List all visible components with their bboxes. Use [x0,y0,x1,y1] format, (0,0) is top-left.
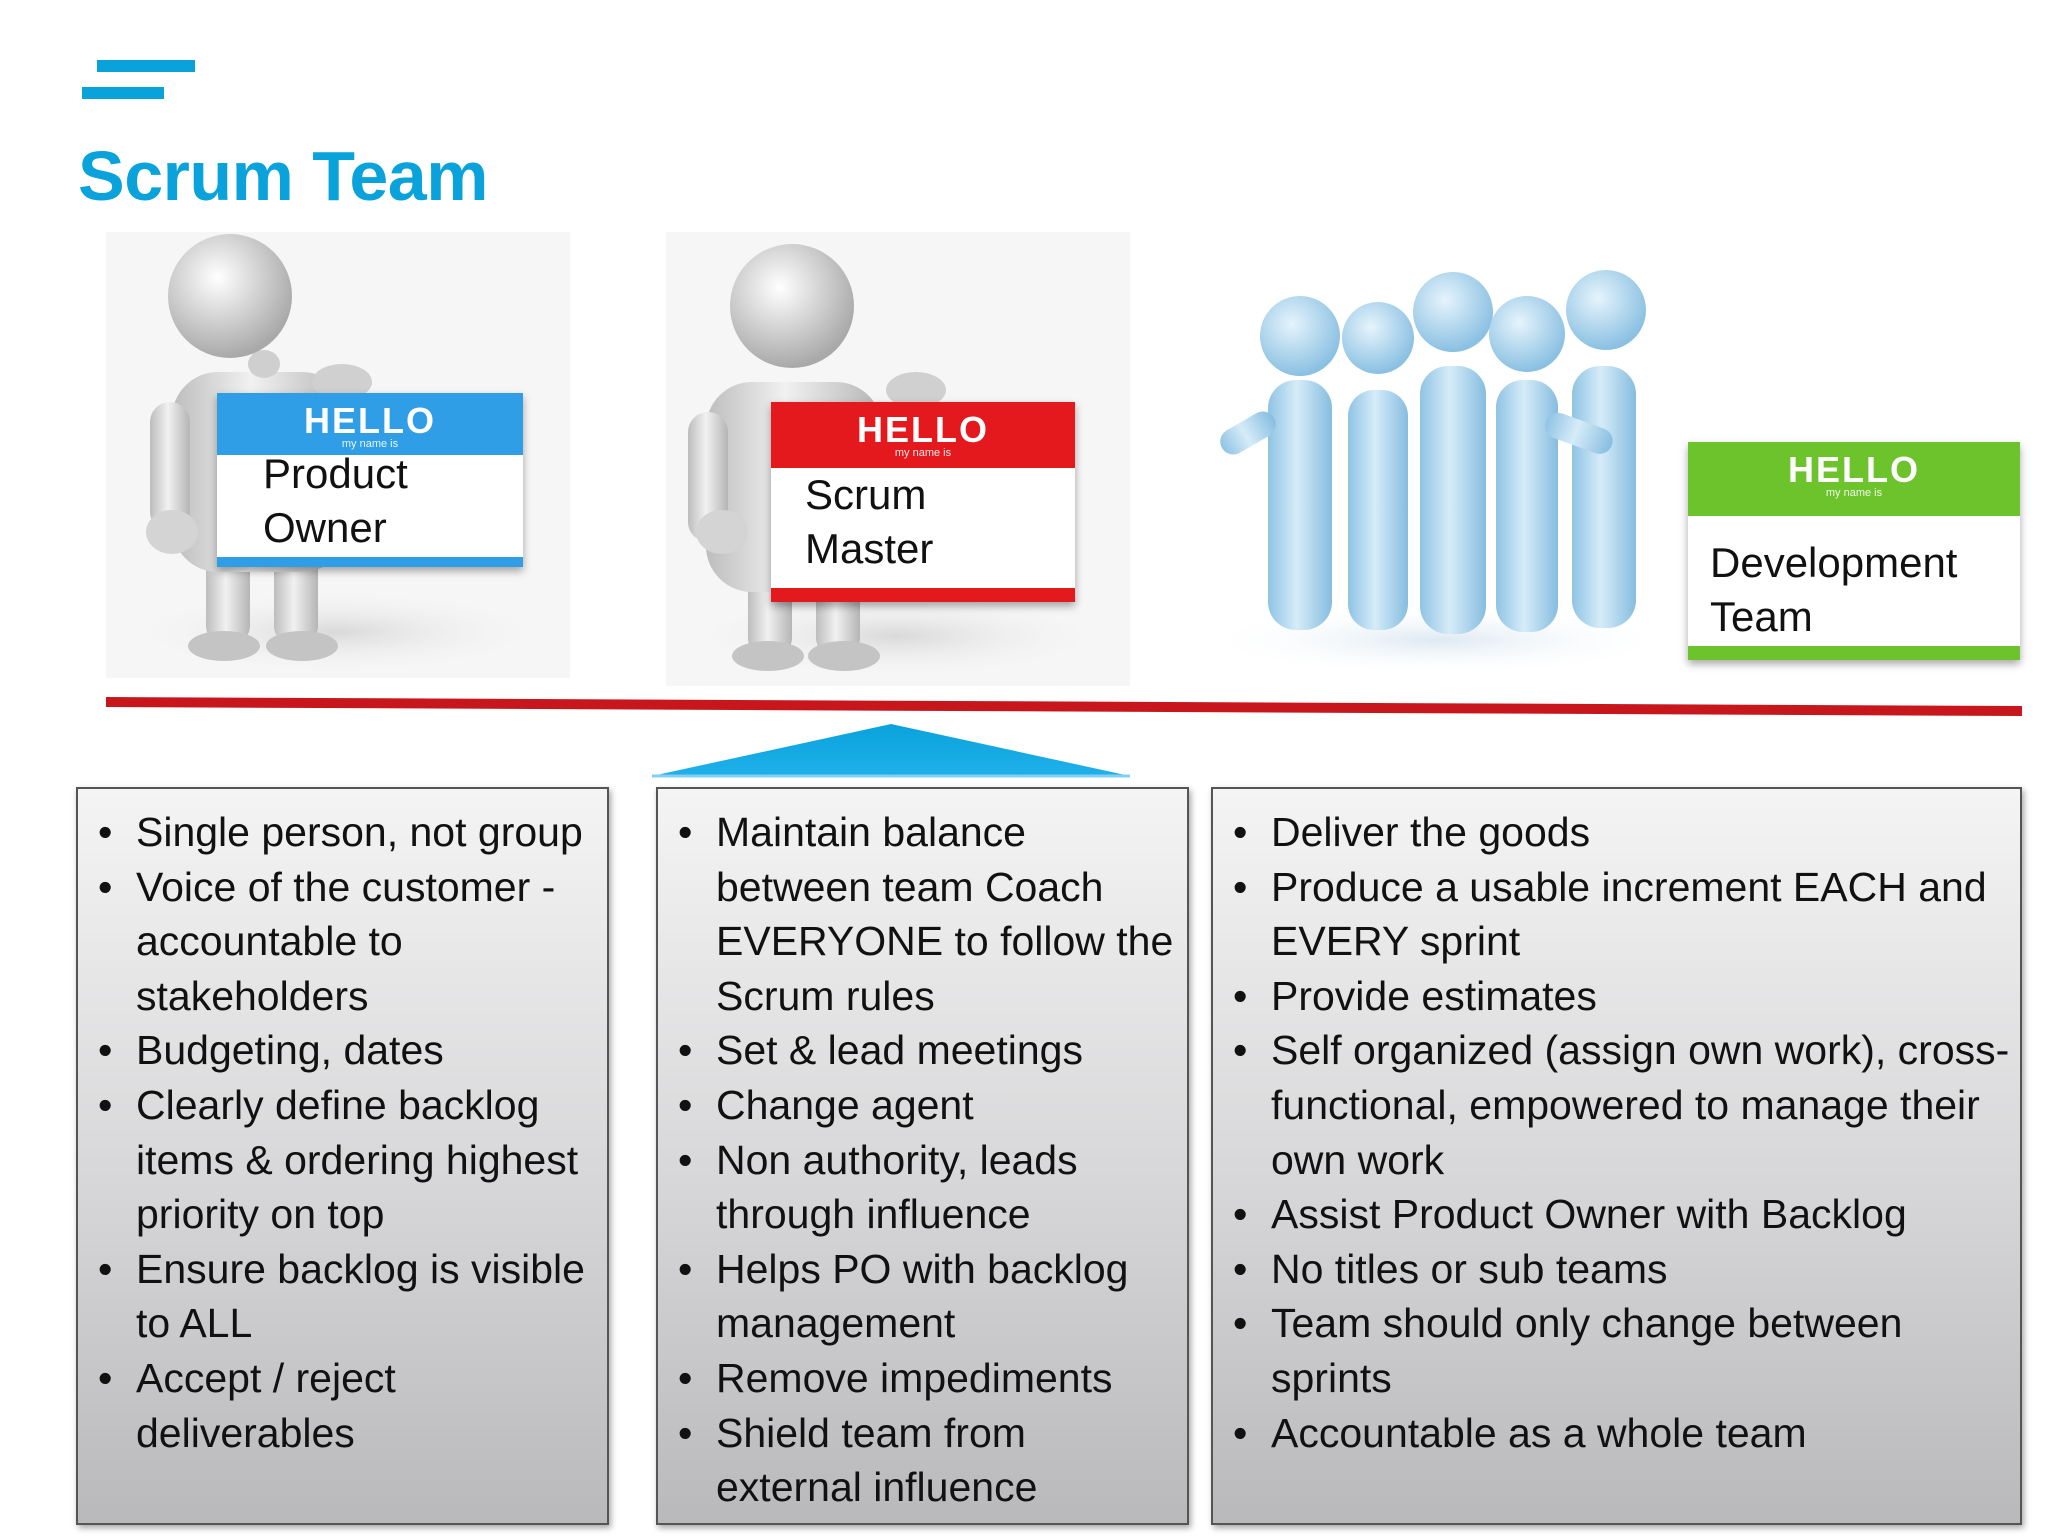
list-item: Budgeting, dates [78,1023,597,1078]
tag-my-name-is-text: my name is [341,438,399,450]
tag-my-name-is-text: my name is [1825,487,1883,499]
scrum-master-responsibilities-list: Maintain balance between team Coach EVER… [658,789,1187,1515]
tag-hello-text: HELLO [1788,449,1920,490]
development-team-figure [1188,270,1682,680]
list-item: Change agent [658,1078,1177,1133]
page-title: Scrum Team [78,137,488,215]
scrum-master-role-name: Scrum Master [805,471,934,572]
list-item: Single person, not group [78,805,597,860]
tag-hello-text: HELLO [857,409,989,450]
list-item: Non authority, leads through influence [658,1133,1177,1242]
tag-hello-text: HELLO [304,400,436,441]
list-item: No titles or sub teams [1213,1242,2010,1297]
development-team-role-name: Development Team [1710,539,1958,640]
development-team-responsibilities-box: Deliver the goods Produce a usable incre… [1211,787,2022,1525]
list-item: Assist Product Owner with Backlog [1213,1187,2010,1242]
development-team-responsibilities-list: Deliver the goods Produce a usable incre… [1213,789,2020,1460]
scrum-master-responsibilities-box: Maintain balance between team Coach EVER… [656,787,1189,1525]
list-item: Shield team from external influence [658,1406,1177,1515]
product-owner-responsibilities-list: Single person, not group Voice of the cu… [78,789,607,1460]
list-item: Clearly define backlog items & ordering … [78,1078,597,1242]
product-owner-role-name: Product Owner [263,450,408,551]
list-item: Team should only change between sprints [1213,1296,2010,1405]
list-item: Produce a usable increment EACH and EVER… [1213,860,2010,969]
list-item: Ensure backlog is visible to ALL [78,1242,597,1351]
scrum-master-name-tag: HELLO my name is Scrum Master [771,402,1075,602]
tag-my-name-is-text: my name is [894,447,952,459]
list-item: Remove impediments [658,1351,1177,1406]
development-team-name-tag: HELLO my name is Development Team [1688,442,2020,660]
divider-line [105,697,2023,717]
list-item: Helps PO with backlog management [658,1242,1177,1351]
list-item: Self organized (assign own work), cross-… [1213,1023,2010,1187]
product-owner-name-tag: HELLO my name is Product Owner [217,393,523,567]
list-item: Accountable as a whole team [1213,1406,2010,1461]
list-item: Accept / reject deliverables [78,1351,597,1460]
list-item: Set & lead meetings [658,1023,1177,1078]
triangle-up-icon [650,722,1132,783]
list-item: Provide estimates [1213,969,2010,1024]
product-owner-responsibilities-box: Single person, not group Voice of the cu… [76,787,609,1525]
logo-bar-top [97,60,195,72]
list-item: Deliver the goods [1213,805,2010,860]
list-item: Maintain balance between team Coach EVER… [658,805,1177,1023]
logo-bar-bottom [82,87,164,99]
list-item: Voice of the customer - accountable to s… [78,860,597,1024]
